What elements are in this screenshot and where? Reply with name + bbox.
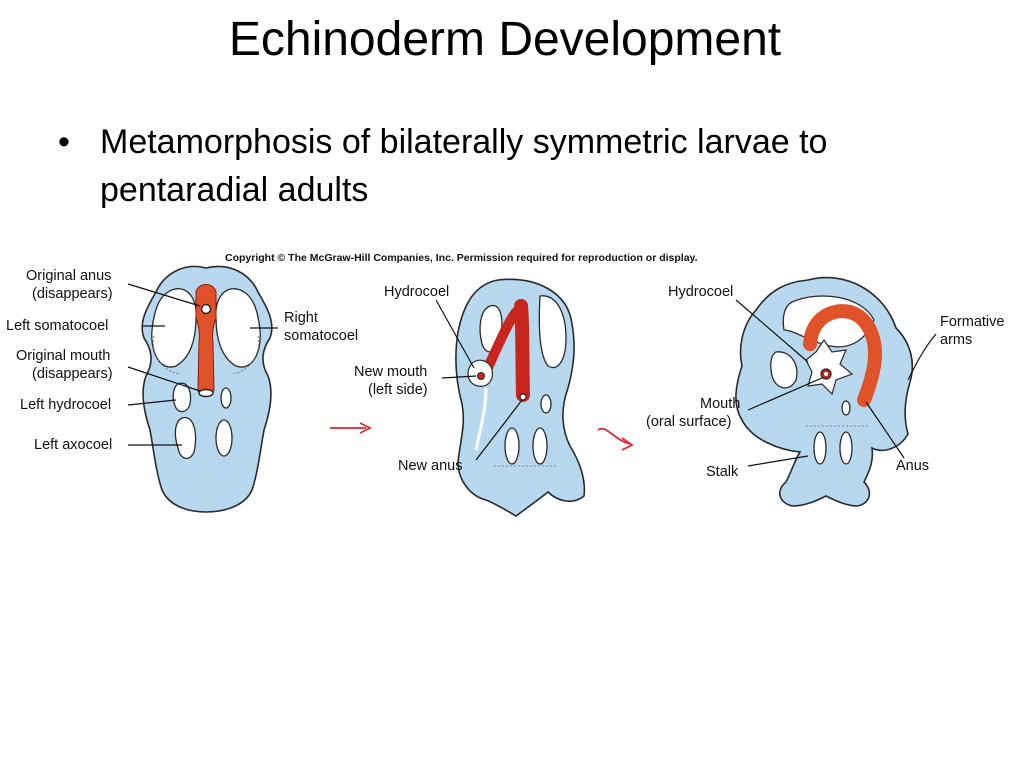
label-hydrocoel-stage2: Hydrocoel (384, 284, 449, 300)
label-mouth-note: (oral surface) (646, 414, 731, 430)
label-new-mouth-note: (left side) (368, 382, 428, 398)
new-anus-icon (519, 393, 527, 401)
label-stalk: Stalk (706, 464, 739, 480)
label-anus: Anus (896, 458, 929, 474)
original-anus-icon (200, 303, 212, 315)
stage2-larva: Hydrocoel New mouth (left side) New anus (354, 278, 586, 517)
slide-title: Echinoderm Development (228, 13, 782, 66)
right-somatocoel (215, 288, 261, 368)
label-original-anus-note: (disappears) (32, 286, 113, 302)
left-somatocoel (151, 288, 197, 368)
stage1-gut (195, 284, 217, 395)
label-hydrocoel-stage3: Hydrocoel (668, 284, 733, 300)
label-new-anus: New anus (398, 458, 462, 474)
stage1-small-cavity (220, 387, 232, 409)
original-mouth-icon (198, 388, 214, 398)
stage3-right-lower-cavity (839, 431, 853, 465)
echinoderm-development-figure: Copyright © The McGraw-Hill Companies, I… (6, 252, 1004, 517)
stage2-right-lower-cavity (532, 427, 548, 465)
transition-arrow-2 (597, 427, 634, 451)
label-left-axocoel: Left axocoel (34, 437, 112, 453)
left-axocoel (174, 416, 197, 459)
stage2-left-lower-cavity (504, 427, 520, 465)
bullet-symbol: • (58, 123, 70, 161)
stage2-small-cavity (540, 394, 552, 414)
label-left-hydrocoel: Left hydrocoel (20, 397, 111, 413)
stage3-left-lower-cavity (813, 431, 827, 465)
stage1-lower-cavity (215, 419, 233, 457)
label-original-mouth: Original mouth (16, 348, 110, 364)
label-new-mouth: New mouth (354, 364, 427, 380)
stage1-larva: Original anus (disappears) Left somatoco… (6, 265, 358, 513)
label-mouth: Mouth (700, 396, 740, 412)
stage2-gut (514, 299, 530, 402)
left-hydrocoel (172, 382, 192, 413)
label-formative-arms: Formative (940, 314, 1004, 330)
label-formative-arms-2: arms (940, 332, 972, 348)
label-left-somatocoel: Left somatocoel (6, 318, 108, 334)
label-right-somatocoel-2: somatocoel (284, 328, 358, 344)
bullet-text: Metamorphosis of bilaterally symmetric l… (100, 123, 828, 209)
label-original-anus: Original anus (26, 268, 111, 284)
stage3-gut (803, 304, 882, 407)
stage3-left-cavity (770, 351, 798, 389)
transition-arrow-1 (330, 422, 373, 434)
stage3-small-cavity (841, 400, 851, 416)
stage3-juvenile: Hydrocoel Formative arms Mouth (oral sur… (646, 276, 1004, 507)
label-original-mouth-note: (disappears) (32, 366, 113, 382)
new-mouth-icon (477, 372, 485, 380)
copyright-notice: Copyright © The McGraw-Hill Companies, I… (225, 252, 698, 264)
stage2-right-cavity (538, 295, 567, 369)
label-right-somatocoel: Right (284, 310, 318, 326)
